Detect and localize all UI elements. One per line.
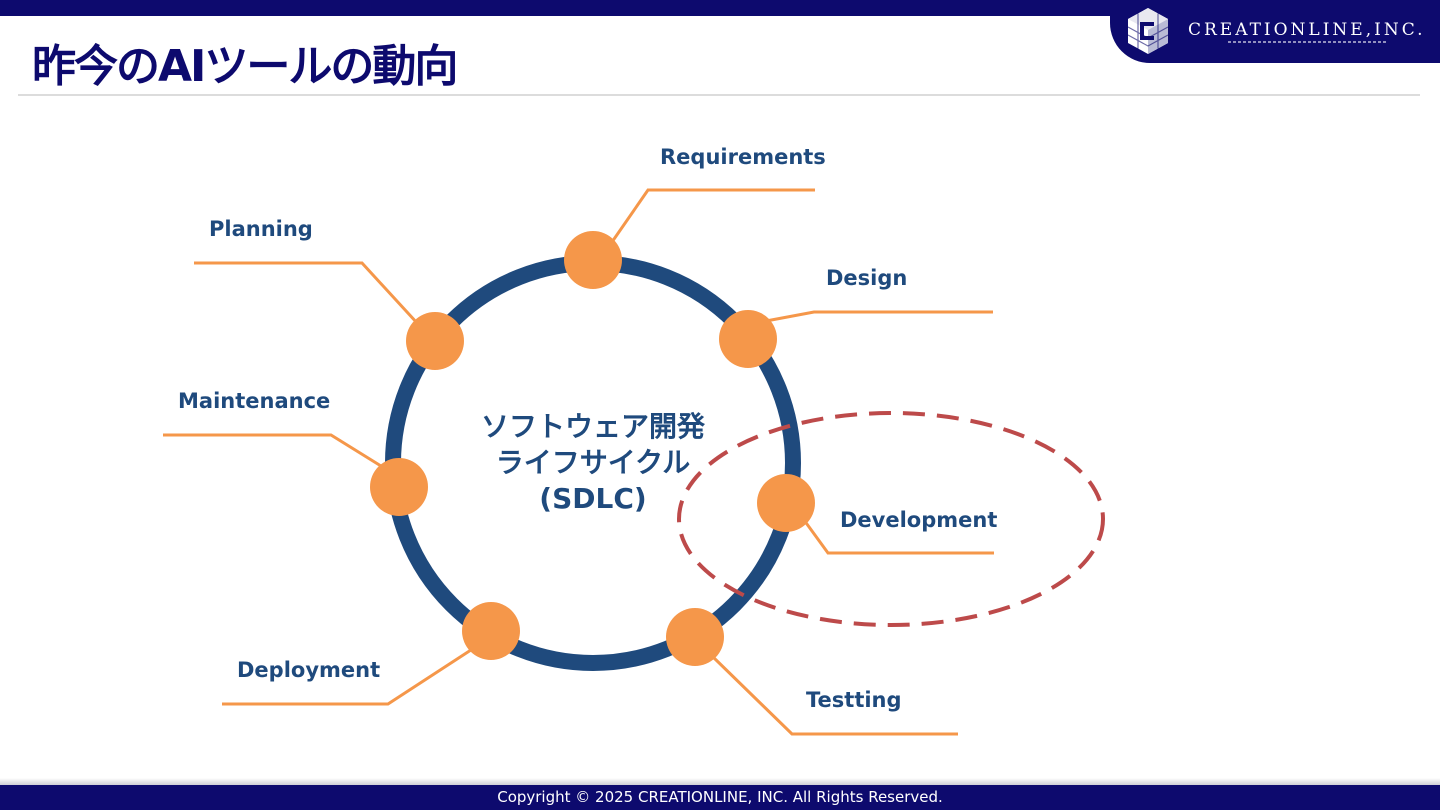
page-title: 昨今のAIツールの動向 bbox=[32, 41, 458, 92]
design-connector bbox=[765, 310, 993, 323]
logo-tagline-decoration bbox=[1228, 41, 1388, 43]
copyright-footer: Copyright © 2025 CREATIONLINE, INC. All … bbox=[0, 785, 1440, 810]
company-logo: CREATIONLINE,INC. bbox=[1110, 0, 1440, 63]
requirements-label: Requirements bbox=[660, 145, 826, 169]
company-name: CREATIONLINE,INC. bbox=[1188, 20, 1426, 40]
testing-label: Testting bbox=[806, 688, 902, 712]
maintenance-node bbox=[370, 458, 428, 516]
deployment-connector bbox=[222, 646, 475, 706]
design-node bbox=[719, 310, 777, 368]
planning-node bbox=[406, 312, 464, 370]
planning-connector bbox=[194, 261, 420, 326]
development-connector bbox=[802, 519, 994, 555]
title-divider bbox=[18, 94, 1420, 96]
center-label-line-2: ライフサイクル bbox=[496, 446, 691, 479]
planning-label: Planning bbox=[209, 217, 313, 241]
testing-node bbox=[666, 608, 724, 666]
testing-connector bbox=[710, 654, 958, 736]
requirements-node bbox=[564, 231, 622, 289]
development-label: Development bbox=[840, 508, 997, 532]
development-node bbox=[757, 474, 815, 532]
requirements-connector bbox=[610, 188, 815, 243]
top-bar bbox=[0, 0, 1440, 16]
design-label: Design bbox=[826, 266, 907, 290]
footer-shadow bbox=[0, 778, 1440, 785]
deployment-label: Deployment bbox=[237, 658, 380, 682]
creationline-cube-logo-icon bbox=[1127, 8, 1169, 54]
center-label-line-1: ソフトウェア開発 bbox=[481, 410, 706, 443]
development-highlight-ellipse bbox=[677, 411, 1105, 627]
deployment-node bbox=[462, 602, 520, 660]
maintenance-connector bbox=[163, 433, 382, 468]
maintenance-label: Maintenance bbox=[178, 389, 330, 413]
center-label: ソフトウェア開発 ライフサイクル (SDLC) bbox=[481, 410, 706, 515]
center-label-line-3: (SDLC) bbox=[539, 482, 646, 515]
